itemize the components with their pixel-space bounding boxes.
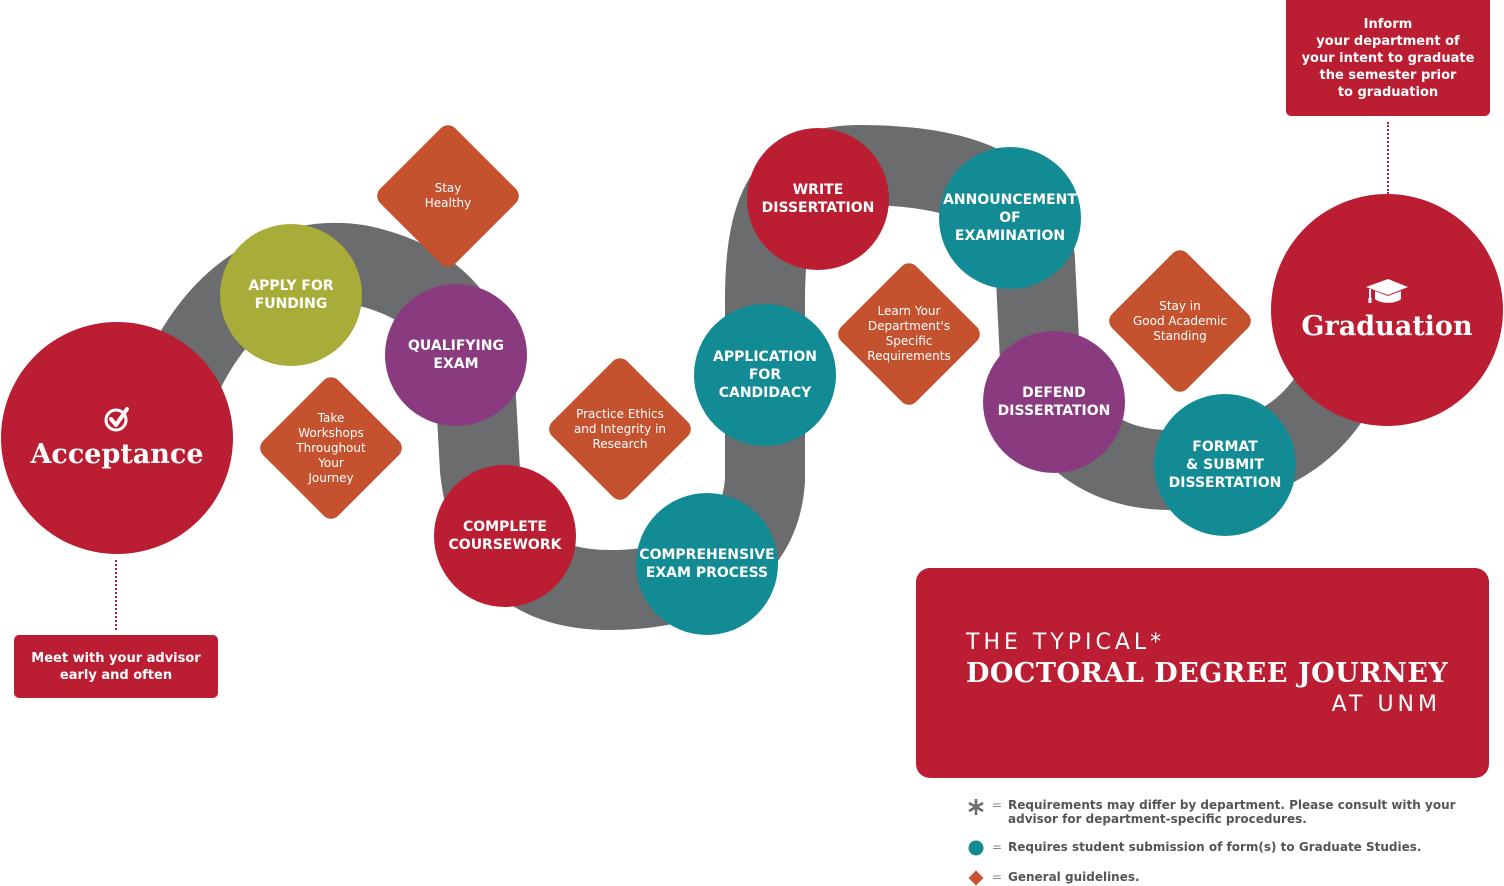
milestone-label: ANNOUNCEMENT OF EXAMINATION [943, 192, 1077, 244]
milestone-announcement-examination: ANNOUNCEMENT OF EXAMINATION [939, 147, 1081, 289]
title-line-3: AT UNM [1331, 692, 1441, 717]
milestone-label: COMPREHENSIVE EXAM PROCESS [639, 547, 775, 581]
milestone-label: Acceptance [30, 439, 204, 470]
guideline-take-workshops: Take Workshops Throughout Your Journey [256, 373, 406, 523]
infographic-title-card: THE TYPICAL* DOCTORAL DEGREE JOURNEY AT … [916, 568, 1489, 778]
milestone-label: Graduation [1301, 311, 1473, 342]
milestone-application-candidacy: APPLICATION FOR CANDIDACY [694, 304, 836, 446]
guideline-good-standing: Stay in Good Academic Standing [1105, 246, 1255, 396]
advisor-note: Meet with your advisor early and often [14, 635, 218, 698]
milestone-acceptance: Acceptance [1, 322, 233, 554]
milestone-write-dissertation: WRITE DISSERTATION [747, 128, 889, 270]
teal-circle-icon [966, 840, 986, 856]
legend-text: Requires student submission of form(s) t… [1008, 840, 1422, 854]
graduation-intent-note: Inform your department of your intent to… [1286, 0, 1490, 116]
milestone-label: DEFEND DISSERTATION [997, 385, 1111, 419]
guideline-label: Take Workshops Throughout Your Journey [296, 410, 366, 485]
intent-connector [1387, 122, 1389, 194]
orange-diamond-icon [966, 870, 986, 886]
legend-equals: = [991, 798, 1003, 812]
legend-item-guideline: = General guidelines. [966, 870, 1140, 886]
milestone-graduation: Graduation [1271, 194, 1503, 426]
guideline-label: Stay in Good Academic Standing [1133, 298, 1227, 343]
advisor-connector [115, 560, 117, 630]
milestone-label: APPLICATION FOR CANDIDACY [713, 349, 817, 401]
milestone-label: FORMAT & SUBMIT DISSERTATION [1168, 439, 1282, 491]
milestone-label: COMPLETE COURSEWORK [448, 519, 562, 553]
title-line-1: THE TYPICAL* [966, 630, 1166, 655]
title-line-2: DOCTORAL DEGREE JOURNEY [966, 658, 1449, 689]
graduation-cap-icon [1366, 279, 1408, 303]
milestone-apply-funding: APPLY FOR FUNDING [220, 224, 362, 366]
legend-item-form: = Requires student submission of form(s)… [966, 840, 1421, 856]
milestone-qualifying-exam: QUALIFYING EXAM [385, 284, 527, 426]
guideline-practice-ethics: Practice Ethics and Integrity in Researc… [545, 354, 695, 504]
legend-text: Requirements may differ by department. P… [1008, 798, 1456, 826]
guideline-learn-requirements: Learn Your Department's Specific Require… [834, 259, 984, 409]
milestone-complete-coursework: COMPLETE COURSEWORK [434, 465, 576, 607]
legend-equals: = [991, 870, 1003, 884]
legend-equals: = [991, 840, 1003, 854]
legend-text: General guidelines. [1008, 870, 1140, 884]
asterisk-icon [966, 798, 986, 816]
milestone-label: QUALIFYING EXAM [408, 338, 504, 372]
milestone-format-submit: FORMAT & SUBMIT DISSERTATION [1154, 394, 1296, 536]
milestone-comprehensive-exam: COMPREHENSIVE EXAM PROCESS [636, 493, 778, 635]
guideline-label: Practice Ethics and Integrity in Researc… [573, 406, 667, 451]
milestone-label: APPLY FOR FUNDING [248, 278, 334, 312]
guideline-label: Learn Your Department's Specific Require… [867, 304, 951, 363]
check-circle-icon [104, 407, 129, 432]
milestone-label: WRITE DISSERTATION [761, 182, 875, 216]
guideline-label: Stay Healthy [424, 181, 472, 210]
milestone-defend-dissertation: DEFEND DISSERTATION [983, 331, 1125, 473]
legend-item-asterisk: = Requirements may differ by department.… [966, 798, 1456, 826]
guideline-stay-healthy: Stay Healthy [373, 121, 523, 271]
